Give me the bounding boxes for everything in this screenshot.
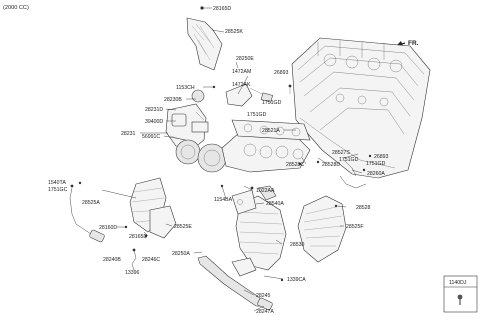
part-label: 1751GD (247, 112, 267, 118)
manifold-gasket (231, 119, 311, 141)
part-label: 28540A (266, 201, 284, 207)
part-label: 28231 (121, 131, 136, 137)
part-label: 28250A (172, 251, 190, 257)
part-label: 28528 (356, 205, 371, 211)
part-label: 28165D (129, 234, 147, 240)
part-label: 28530 (290, 242, 305, 248)
turbocharger (165, 89, 227, 173)
front-pipe (197, 255, 273, 311)
part-label: 1751GD (366, 161, 386, 167)
part-label: 1472AK (232, 82, 251, 88)
legend-part-label: 1140DJ (449, 280, 467, 286)
catalyst-heat-protector (297, 195, 347, 263)
part-label: 28246C (142, 257, 160, 263)
part-label: 28240B (103, 257, 121, 263)
part-label: 1751GD (262, 100, 282, 106)
part-label: 28528C (286, 162, 304, 168)
fastener-legend-box: 1140DJ (443, 275, 478, 313)
part-label: 1751GC (48, 187, 68, 193)
lower-heat-protector (129, 177, 177, 239)
part-label: 1339CA (287, 277, 306, 283)
part-label: 28528D (322, 162, 340, 168)
part-label: 28250E (236, 56, 254, 62)
part-label: 1751GD (339, 157, 359, 163)
part-label: 28525A (82, 200, 100, 206)
part-label: 28165D (213, 6, 231, 12)
catalytic-converter (235, 185, 287, 271)
part-label: 28231D (145, 107, 163, 113)
oil-feed-hose (131, 248, 137, 271)
part-label: 28247A (256, 309, 274, 315)
oil-feed-pipe (339, 159, 367, 189)
part-label: 39400D (145, 119, 163, 125)
part-label: 1154BA (214, 197, 233, 203)
front-label: FR. (408, 40, 419, 47)
part-label: 28525E (174, 224, 192, 230)
part-label: 1472AM (232, 69, 251, 75)
part-label: 56991C (142, 134, 160, 140)
engine-block (291, 37, 431, 179)
part-label: 28525K (225, 29, 243, 35)
bolt-icon (457, 294, 463, 305)
oil-return-pipe (69, 184, 105, 243)
part-label: 28160D (99, 225, 117, 231)
part-label: 28521A (262, 128, 280, 134)
part-label: 26893 (374, 154, 389, 160)
part-label: 1153CH (176, 85, 195, 91)
part-label: 28230B (164, 97, 182, 103)
spec-note: (2000 CC) (3, 5, 29, 11)
part-label: 13396 (125, 270, 140, 276)
part-label: 26893 (274, 70, 289, 76)
leader-lines (78, 29, 372, 312)
upper-heat-shield (186, 6, 223, 71)
part-label: 28260A (367, 171, 385, 177)
part-label: 28525F (346, 224, 364, 230)
support-bracket (231, 189, 257, 215)
part-label: 28527S (332, 150, 350, 156)
part-labels: 28165D 28525K 28250E 1472AM 1472AK 26893… (48, 6, 389, 315)
part-label: 28245 (256, 293, 271, 299)
part-label: 1540TA (48, 180, 66, 186)
part-label: 1022AA (256, 188, 275, 194)
